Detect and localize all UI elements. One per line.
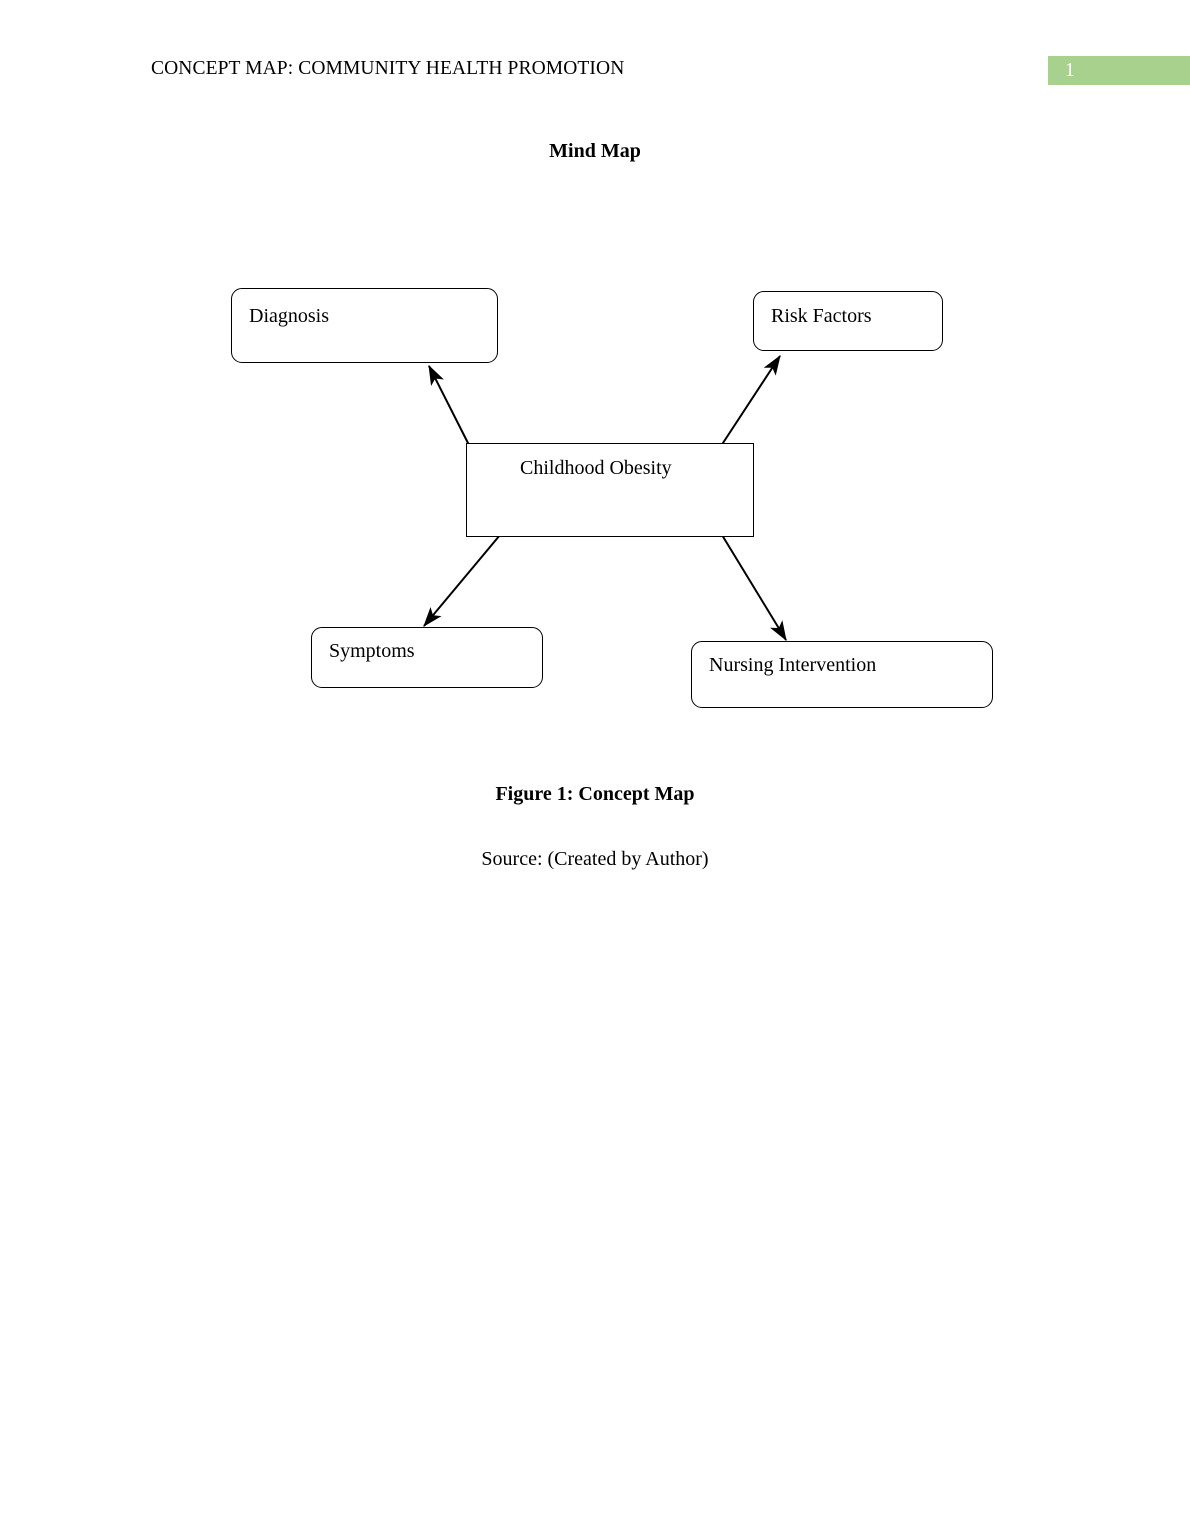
figure-caption: Figure 1: Concept Map — [495, 783, 695, 805]
concept-node-childhood-obesity[interactable]: Childhood Obesity — [466, 443, 754, 537]
concept-node-symptoms-label: Symptoms — [329, 640, 415, 662]
document-header: CONCEPT MAP: COMMUNITY HEALTH PROMOTION … — [0, 0, 1190, 110]
concept-node-diagnosis-label: Diagnosis — [249, 305, 329, 327]
edge-obesity-to-risk-factors — [720, 354, 781, 447]
page-number-highlight-band — [1048, 56, 1190, 85]
concept-node-nursing-intervention-label: Nursing Intervention — [709, 654, 877, 676]
edge-obesity-to-nursing-intervention — [721, 534, 787, 642]
edge-obesity-to-symptoms — [423, 534, 501, 627]
concept-node-symptoms[interactable]: Symptoms — [311, 627, 543, 688]
concept-node-risk-factors-label: Risk Factors — [771, 305, 872, 327]
page-number: 1 — [1065, 60, 1075, 81]
edge-obesity-to-diagnosis — [428, 364, 471, 448]
concept-node-risk-factors[interactable]: Risk Factors — [753, 291, 943, 351]
concept-node-childhood-obesity-label: Childhood Obesity — [520, 457, 672, 479]
concept-node-diagnosis[interactable]: Diagnosis — [231, 288, 498, 363]
concept-node-nursing-intervention[interactable]: Nursing Intervention — [691, 641, 993, 708]
figure-source: Source: (Created by Author) — [481, 848, 709, 870]
header-title: CONCEPT MAP: COMMUNITY HEALTH PROMOTION — [151, 58, 625, 79]
section-title-mind-map: Mind Map — [549, 140, 641, 162]
